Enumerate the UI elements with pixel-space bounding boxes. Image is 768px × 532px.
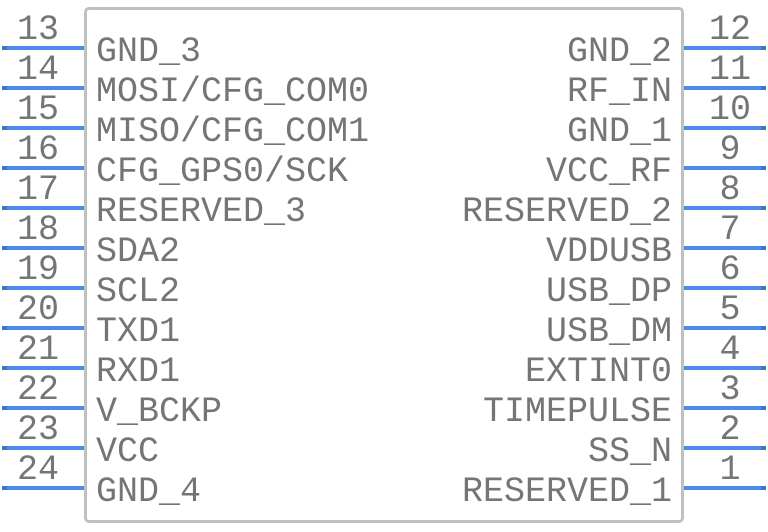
pin-18-label: SDA2 [96,232,181,272]
pin-7-endpoint [761,246,766,250]
pin-2-number: 2 [719,410,741,450]
pin-18-number: 18 [16,210,59,250]
pin-3-line [684,406,766,410]
pin-11-line [684,86,766,90]
pin-6-endpoint [761,286,766,290]
pin-8-label: RESERVED_2 [461,192,672,232]
pin-10-label: GND_1 [566,112,672,152]
pin-22-endpoint [2,406,7,410]
pin-3-number: 3 [719,370,741,410]
pin-21-endpoint [2,366,7,370]
pin-21-number: 21 [16,330,59,370]
pin-22-label: V_BCKP [96,392,223,432]
pin-15-label: MISO/CFG_COM1 [96,112,370,152]
pin-8-line [684,206,766,210]
pin-13-label: GND_3 [96,32,202,72]
pin-16-line [2,166,84,170]
pin-15-line [2,126,84,130]
pin-14-label: MOSI/CFG_COM0 [96,72,370,112]
pin-12-label: GND_2 [566,32,672,72]
pin-23-label: VCC [96,432,160,472]
pin-12-number: 12 [708,10,751,50]
pin-20-number: 20 [16,290,59,330]
pin-6-number: 6 [719,250,741,290]
pin-24-line [2,486,84,490]
pin-6-label: USB_DP [545,272,672,312]
pin-15-endpoint [2,126,7,130]
pin-11-endpoint [761,86,766,90]
pin-17-line [2,206,84,210]
pin-23-number: 23 [16,410,59,450]
pin-16-number: 16 [16,130,59,170]
pin-5-number: 5 [719,290,741,330]
pin-2-endpoint [761,446,766,450]
pin-20-label: TXD1 [96,312,181,352]
pin-19-number: 19 [16,250,59,290]
pin-24-label: GND_4 [96,472,202,512]
pin-1-number: 1 [719,450,741,490]
pin-5-line [684,326,766,330]
pin-7-number: 7 [719,210,741,250]
pin-7-line [684,246,766,250]
pin-6-line [684,286,766,290]
pin-19-label: SCL2 [96,272,181,312]
pin-14-number: 14 [16,50,59,90]
pin-13-number: 13 [16,10,59,50]
pin-20-line [2,326,84,330]
pin-15-number: 15 [16,90,59,130]
pin-22-line [2,406,84,410]
component-body-outline [84,7,684,523]
pin-9-endpoint [761,166,766,170]
pin-1-label: RESERVED_1 [461,472,672,512]
pin-17-label: RESERVED_3 [96,192,307,232]
pin-9-line [684,166,766,170]
pin-4-line [684,366,766,370]
pin-10-number: 10 [708,90,751,130]
pin-20-endpoint [2,326,7,330]
pin-16-label: CFG_GPS0/SCK [96,152,349,192]
pin-18-endpoint [2,246,7,250]
pin-2-label: SS_N [587,432,672,472]
pin-5-endpoint [761,326,766,330]
pin-7-label: VDDUSB [545,232,672,272]
pin-16-endpoint [2,166,7,170]
pin-11-number: 11 [708,50,751,90]
pin-9-number: 9 [719,130,741,170]
pin-24-endpoint [2,486,7,490]
pin-23-endpoint [2,446,7,450]
pin-4-label: EXTINT0 [524,352,672,392]
pin-14-line [2,86,84,90]
pin-9-label: VCC_RF [545,152,672,192]
pin-1-line [684,486,766,490]
pin-13-line [2,46,84,50]
pin-1-endpoint [761,486,766,490]
pin-8-number: 8 [719,170,741,210]
pin-14-endpoint [2,86,7,90]
pin-12-line [684,46,766,50]
pin-17-endpoint [2,206,7,210]
pin-5-label: USB_DM [545,312,672,352]
pin-4-number: 4 [719,330,741,370]
pin-2-line [684,446,766,450]
pin-13-endpoint [2,46,7,50]
pin-10-line [684,126,766,130]
pin-21-label: RXD1 [96,352,181,392]
pin-11-label: RF_IN [566,72,672,112]
pin-3-endpoint [761,406,766,410]
pin-19-line [2,286,84,290]
pin-22-number: 22 [16,370,59,410]
pin-3-label: TIMEPULSE [482,392,672,432]
pin-12-endpoint [761,46,766,50]
pin-19-endpoint [2,286,7,290]
pin-10-endpoint [761,126,766,130]
pin-8-endpoint [761,206,766,210]
pin-18-line [2,246,84,250]
pin-24-number: 24 [16,450,59,490]
pin-23-line [2,446,84,450]
pin-4-endpoint [761,366,766,370]
pin-21-line [2,366,84,370]
pin-17-number: 17 [16,170,59,210]
